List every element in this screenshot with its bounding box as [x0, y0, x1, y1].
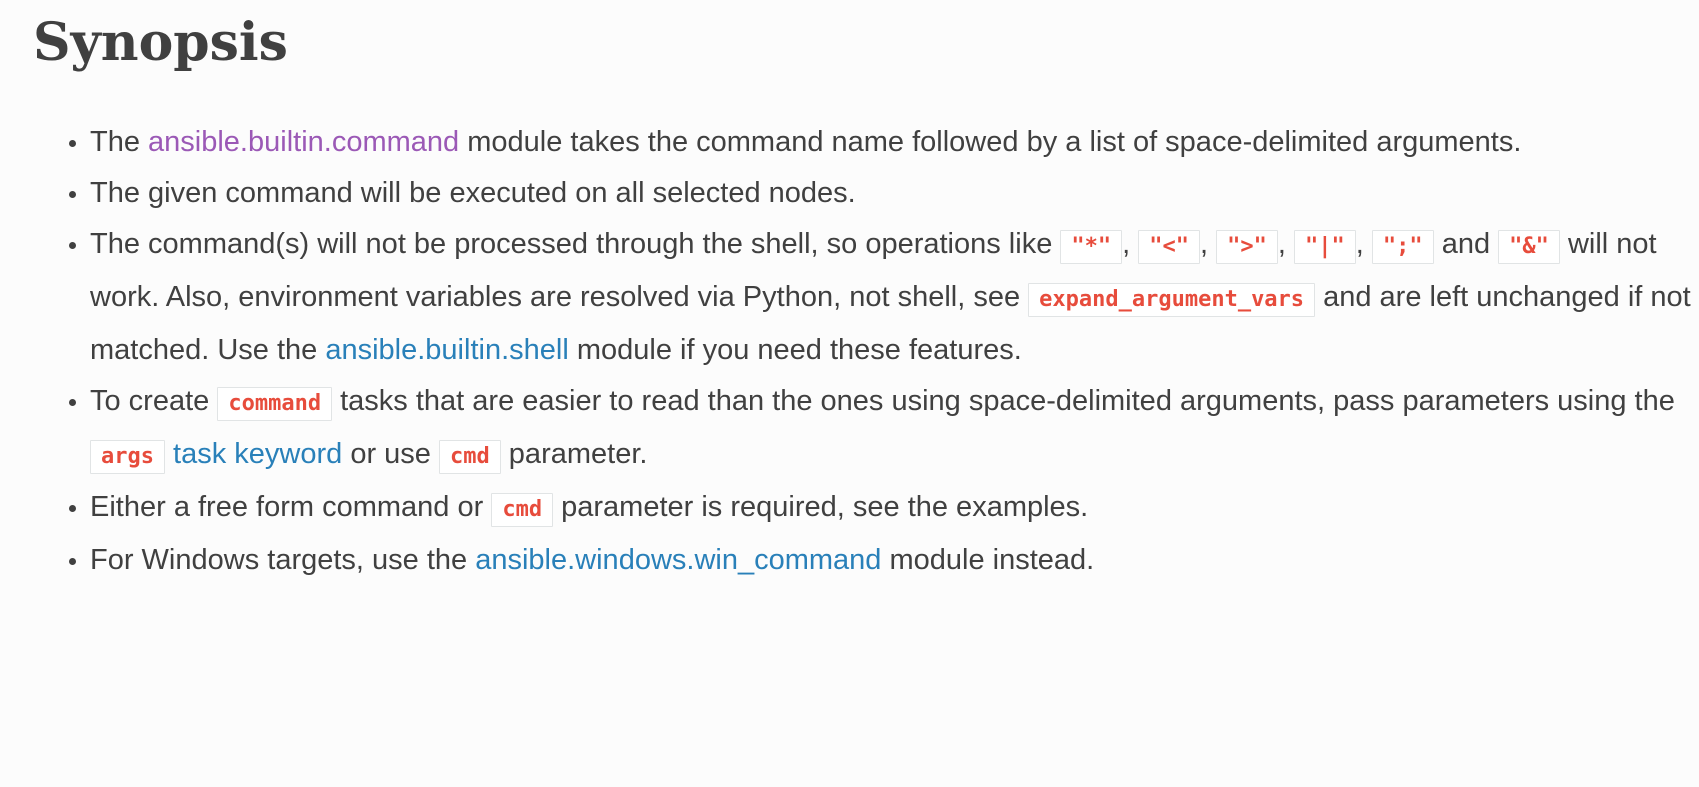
code-literal: "|" — [1294, 230, 1356, 265]
list-item: For Windows targets, use the ansible.win… — [90, 535, 1693, 586]
list-item: The given command will be executed on al… — [90, 168, 1693, 219]
text-segment: , — [1277, 228, 1295, 261]
text-segment: and — [1433, 228, 1499, 261]
text-segment: Either a free form command or — [90, 491, 492, 524]
link-task-keyword[interactable]: task keyword — [173, 438, 343, 471]
link-ansible-builtin-command[interactable]: ansible.builtin.command — [148, 126, 460, 159]
text-segment: The given command will be executed on al… — [90, 177, 856, 210]
list-item: Either a free form command or cmd parame… — [90, 482, 1693, 535]
list-item: The command(s) will not be processed thr… — [90, 219, 1693, 376]
code-literal: "<" — [1138, 230, 1201, 265]
text-segment: module instead. — [881, 544, 1095, 577]
text-segment: , — [1122, 228, 1139, 261]
text-segment: To create — [90, 385, 218, 418]
link-ansible-builtin-shell[interactable]: ansible.builtin.shell — [325, 334, 569, 367]
text-segment: , — [1355, 228, 1372, 261]
code-literal: ";" — [1371, 230, 1434, 265]
link-ansible-windows-win-command[interactable]: ansible.windows.win_command — [475, 544, 882, 577]
code-literal: command — [217, 387, 333, 422]
code-literal: ">" — [1216, 230, 1278, 265]
text-segment: tasks that are easier to read than the o… — [332, 385, 1675, 418]
code-literal: "*" — [1060, 230, 1123, 265]
text-segment: parameter. — [500, 438, 648, 471]
text-segment: or use — [342, 438, 439, 471]
text-segment: The command(s) will not be processed thr… — [90, 228, 1061, 261]
code-literal: cmd — [439, 440, 501, 475]
text-segment: and are left unchanged if not matched. U… — [90, 281, 1691, 367]
text-segment: The — [90, 126, 149, 159]
page-title: Synopsis — [33, 12, 288, 73]
text-segment: module takes the command name followed b… — [459, 126, 1522, 159]
text-segment: parameter is required, see the examples. — [553, 491, 1089, 524]
code-literal: expand_argument_vars — [1028, 283, 1316, 318]
code-literal: cmd — [491, 493, 554, 528]
list-item: The ansible.builtin.command module takes… — [90, 117, 1693, 168]
text-segment: will not work. Also, environment variabl… — [90, 228, 1657, 314]
synopsis-list: The ansible.builtin.command module takes… — [33, 117, 1693, 586]
list-item: To create command tasks that are easier … — [90, 376, 1693, 482]
text-segment: For Windows targets, use the — [90, 544, 476, 577]
code-literal: args — [90, 440, 165, 475]
text-segment: module if you need these features. — [568, 334, 1022, 367]
text-segment: , — [1200, 228, 1217, 261]
text-segment — [165, 438, 173, 470]
doc-content: Synopsis The ansible.builtin.command mod… — [0, 0, 1699, 616]
code-literal: "&" — [1498, 230, 1560, 265]
